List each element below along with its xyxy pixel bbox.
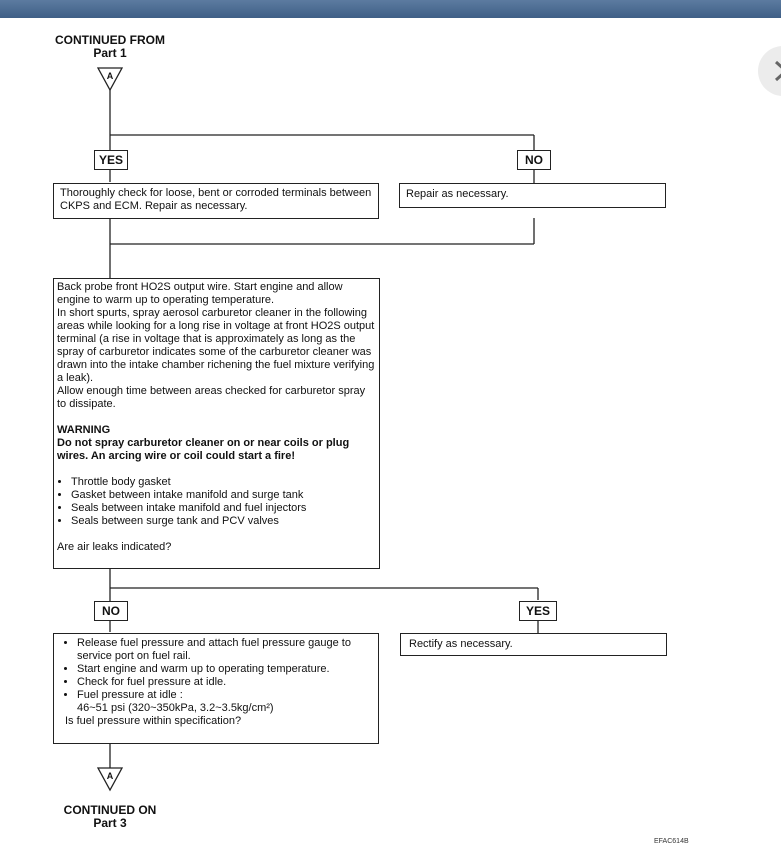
connector-a-top-triangle — [96, 67, 124, 92]
rectify-box: Rectify as necessary. — [400, 633, 667, 656]
air-leak-test-box: Back probe front HO2S output wire. Start… — [53, 278, 380, 569]
no-tag-2: NO — [94, 601, 128, 621]
fuel-pressure-spec: 46~51 psi (320~350kPa, 3.2~3.5kg/cm²) — [77, 702, 274, 714]
list-item: Gasket between intake manifold and surge… — [71, 489, 376, 502]
fuel-pressure-question: Is fuel pressure within specification? — [65, 715, 242, 727]
yes-tag-2: YES — [519, 601, 557, 621]
list-item: Start engine and warm up to operating te… — [77, 663, 375, 676]
air-leak-question: Are air leaks indicated? — [57, 541, 172, 553]
list-item: Check for fuel pressure at idle. — [77, 676, 375, 689]
check-terminals-box: Thoroughly check for loose, bent or corr… — [53, 183, 379, 219]
fuel-step-list: Release fuel pressure and attach fuel pr… — [57, 637, 375, 702]
no-tag-1: NO — [517, 150, 551, 170]
side-nav-button[interactable] — [758, 46, 781, 96]
list-item: Seals between intake manifold and fuel i… — [71, 502, 376, 515]
chevron-right-icon — [774, 60, 781, 82]
repair-box: Repair as necessary. — [399, 183, 666, 208]
check-area-list: Throttle body gasket Gasket between inta… — [57, 476, 376, 528]
warning-title: WARNING — [57, 424, 111, 436]
connector-a-bottom-label: A — [107, 771, 114, 781]
list-item: Throttle body gasket — [71, 476, 376, 489]
yes-tag-1: YES — [94, 150, 128, 170]
window-top-bar — [0, 0, 781, 18]
test-procedure: In short spurts, spray aerosol carbureto… — [57, 307, 375, 384]
fuel-pressure-box: Release fuel pressure and attach fuel pr… — [53, 633, 379, 744]
list-item: Fuel pressure at idle : — [77, 689, 375, 702]
continued-on-label: CONTINUED ON Part 3 — [63, 803, 157, 830]
connector-a-bottom-triangle — [96, 767, 124, 792]
continued-from-label: CONTINUED FROM Part 1 — [55, 33, 165, 60]
list-item: Seals between surge tank and PCV valves — [71, 515, 376, 528]
connector-a-top-label: A — [107, 71, 114, 81]
figure-code: EFAC614B — [654, 838, 689, 845]
list-item: Release fuel pressure and attach fuel pr… — [77, 637, 375, 663]
test-allow: Allow enough time between areas checked … — [57, 385, 366, 410]
warning-text: Do not spray carburetor cleaner on or ne… — [57, 437, 350, 462]
test-intro: Back probe front HO2S output wire. Start… — [57, 281, 343, 306]
